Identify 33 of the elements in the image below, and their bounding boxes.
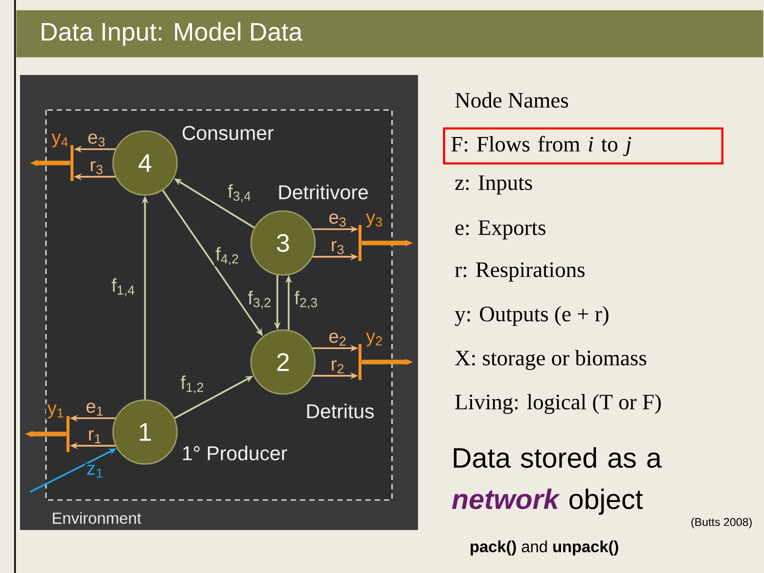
title-bar: Data Input: Model Data (16, 10, 764, 58)
note-text: Data stored as a network object (452, 447, 662, 515)
edge-label: y$_{3}$ (364, 212, 385, 229)
legend-line: Living: logical (T or F) (455, 394, 661, 414)
edge-label: e$_{3}$ (327, 212, 348, 228)
output-bar (358, 225, 362, 261)
region-label: Environment (52, 512, 142, 524)
output-bar (358, 344, 362, 380)
node-caption: 1° Producer (183, 446, 288, 460)
edge-label: f$_{2,3}$ (292, 289, 320, 310)
note-text: pack() and unpack() (470, 540, 618, 556)
edge-label: y$_{4}$ (50, 132, 70, 149)
citation: (Butts 2008) (691, 518, 752, 528)
legend-line: Node Names (455, 92, 568, 108)
edge-label: f$_{1,2}$ (179, 374, 206, 395)
highlight-box: F: Flows from i to j (443, 127, 724, 165)
node-caption: Detritus (307, 404, 374, 418)
edge-label: e$_{2}$ (327, 331, 348, 347)
edge-label: e$_{3}$ (86, 132, 108, 148)
edge-label: f$_{3,4}$ (226, 182, 253, 204)
output-bar (66, 416, 70, 452)
edge-label: z$_{1}$ (85, 464, 105, 479)
edge-label: f$_{3,2}$ (246, 289, 274, 310)
legend-line: X: storage or biomass (455, 350, 646, 370)
output-bar (70, 145, 74, 181)
edge-label: y$_{2}$ (364, 331, 385, 348)
legend-line: r: Respirations (455, 262, 585, 282)
node-caption: Detritivore (279, 184, 368, 200)
node-caption: Consumer (182, 126, 274, 140)
legend-line: y: Outputs (e + r) (454, 306, 608, 326)
edge-label: f$_{1,4}$ (110, 276, 137, 298)
edge-label: f$_{4,2}$ (214, 246, 241, 266)
legend-line: e: Exports (455, 220, 546, 240)
